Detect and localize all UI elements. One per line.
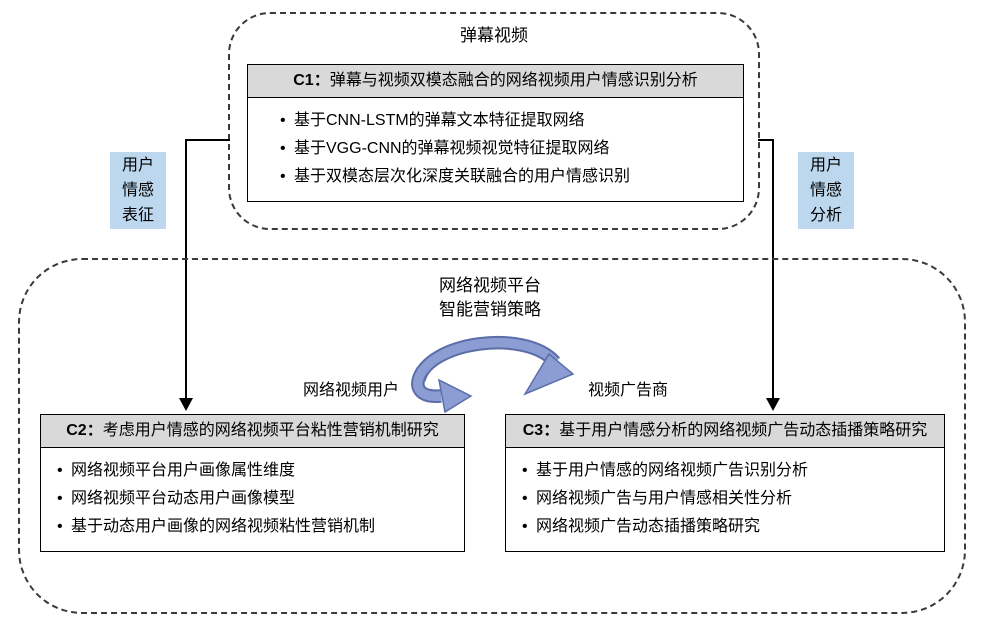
c1-bullet-1: 基于CNN-LSTM的弹幕文本特征提取网络 — [278, 107, 735, 135]
c2-title: 考虑用户情感的网络视频平台粘性营销机制研究 — [102, 422, 439, 439]
c2-header: C2：考虑用户情感的网络视频平台粘性营销机制研究 — [40, 414, 465, 448]
c1-bullet-2: 基于VGG-CNN的弹幕视频视觉特征提取网络 — [278, 135, 735, 163]
c3-label: C3： — [522, 422, 560, 439]
bottom-group-title: 网络视频平台 智能营销策略 — [439, 276, 541, 319]
c2-label: C2： — [66, 422, 103, 439]
left-down-arrow-icon — [179, 398, 193, 411]
right-connector-hline — [758, 139, 774, 141]
bottom-dashed-group — [18, 258, 966, 614]
c1-title: 弹幕与视频双模态融合的网络视频用户情感识别分析 — [329, 72, 698, 89]
c2-bullet-3: 基于动态用户画像的网络视频粘性营销机制 — [55, 513, 456, 541]
c2-box: C2：考虑用户情感的网络视频平台粘性营销机制研究 网络视频平台用户画像属性维度 … — [40, 414, 465, 552]
c3-bullet-2: 网络视频广告与用户情感相关性分析 — [520, 485, 936, 513]
right-connector-vline — [772, 139, 774, 399]
c1-bullet-3: 基于双模态层次化深度关联融合的用户情感识别 — [278, 163, 735, 191]
left-connector-vline — [185, 139, 187, 399]
c2-bullet-1: 网络视频平台用户画像属性维度 — [55, 457, 456, 485]
c3-bullet-1: 基于用户情感的网络视频广告识别分析 — [520, 457, 936, 485]
c1-body: 基于CNN-LSTM的弹幕文本特征提取网络 基于VGG-CNN的弹幕视频视觉特征… — [247, 98, 744, 202]
c1-box: C1：弹幕与视频双模态融合的网络视频用户情感识别分析 基于CNN-LSTM的弹幕… — [247, 64, 744, 202]
user-emotion-analysis-label: 用户 情感 分析 — [798, 152, 854, 229]
c3-title: 基于用户情感分析的网络视频广告动态插播策略研究 — [559, 422, 928, 439]
top-group-title: 弹幕视频 — [460, 26, 528, 45]
right-down-arrow-icon — [766, 398, 780, 411]
c1-header: C1：弹幕与视频双模态融合的网络视频用户情感识别分析 — [247, 64, 744, 98]
network-video-user-label: 网络视频用户 — [302, 382, 399, 399]
video-advertiser-label: 视频广告商 — [588, 382, 669, 399]
cycle-arrows-icon — [411, 336, 575, 413]
user-emotion-representation-label: 用户 情感 表征 — [110, 152, 166, 229]
c3-header: C3：基于用户情感分析的网络视频广告动态插播策略研究 — [505, 414, 945, 448]
top-dashed-group — [228, 12, 760, 230]
c1-label: C1： — [293, 72, 330, 89]
c3-bullet-3: 网络视频广告动态插播策略研究 — [520, 513, 936, 541]
c2-bullet-2: 网络视频平台动态用户画像模型 — [55, 485, 456, 513]
c3-box: C3：基于用户情感分析的网络视频广告动态插播策略研究 基于用户情感的网络视频广告… — [505, 414, 945, 552]
left-connector-hline — [186, 139, 230, 141]
c2-body: 网络视频平台用户画像属性维度 网络视频平台动态用户画像模型 基于动态用户画像的网… — [40, 448, 465, 552]
c3-body: 基于用户情感的网络视频广告识别分析 网络视频广告与用户情感相关性分析 网络视频广… — [505, 448, 945, 552]
